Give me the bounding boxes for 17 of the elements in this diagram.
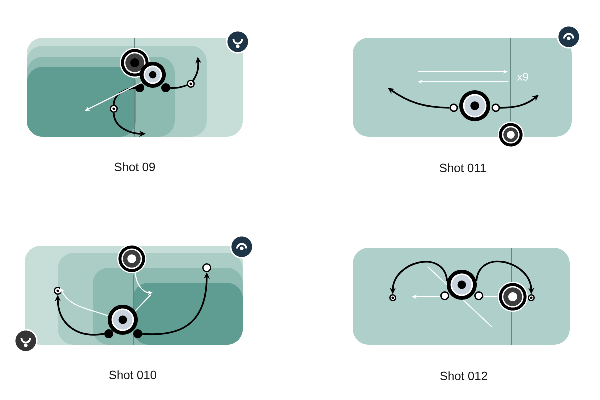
small-ring	[528, 294, 535, 302]
figure-symbol	[450, 90, 500, 122]
ring-symbol	[498, 282, 528, 312]
figure-symbol	[440, 270, 484, 300]
node-label: Shot 010	[110, 370, 157, 380]
node-label: Shot 09	[114, 162, 156, 172]
small-ring	[187, 80, 195, 88]
small-ring	[110, 105, 118, 113]
ring-symbol	[118, 244, 146, 274]
figure-symbol	[104, 305, 142, 338]
small-ring	[390, 294, 396, 302]
node-label: Shot 011	[440, 164, 486, 172]
ring-symbol	[498, 122, 524, 148]
node-label: Shot 012	[440, 372, 488, 380]
figure-symbol	[136, 62, 170, 92]
count-label: x9	[517, 73, 528, 81]
small-ring	[202, 264, 212, 272]
